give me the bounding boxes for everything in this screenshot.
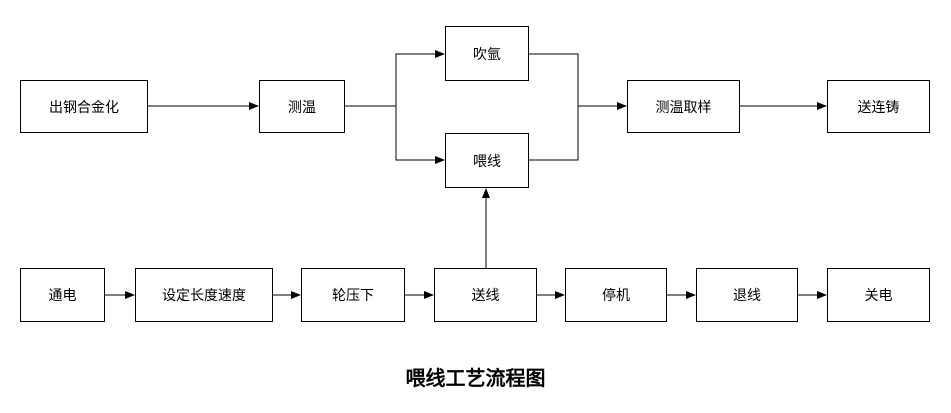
node-stop: 停机 [565, 268, 667, 322]
node-wire-feeding: 喂线 [445, 133, 529, 188]
node-feed-wire: 送线 [434, 268, 537, 322]
node-alloying: 出钢合金化 [20, 80, 148, 133]
node-temperature: 测温 [259, 80, 345, 133]
node-press-down: 轮压下 [301, 268, 405, 322]
line-argon-merge [529, 53, 579, 161]
arrow-temp-to-wire-top [395, 106, 445, 164]
diagram-caption: 喂线工艺流程图 [405, 366, 546, 390]
arrow-temp-to-argon [345, 50, 445, 107]
node-to-caster: 送连铸 [827, 80, 930, 133]
node-power-off: 关电 [827, 268, 930, 322]
node-argon: 吹氩 [445, 26, 529, 81]
node-set-length-speed: 设定长度速度 [135, 268, 273, 322]
node-temp-sampling: 测温取样 [627, 80, 740, 133]
node-retract-wire: 退线 [696, 268, 798, 322]
node-power-on: 通电 [20, 268, 105, 322]
